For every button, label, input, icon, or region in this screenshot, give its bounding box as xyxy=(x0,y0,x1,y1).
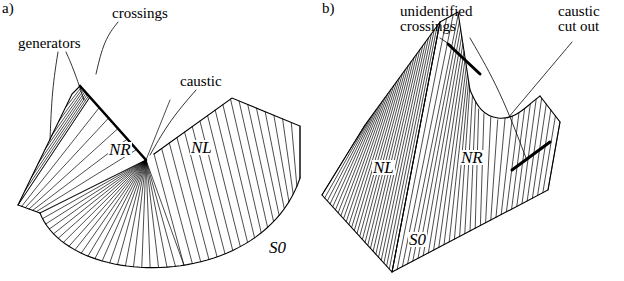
sheet-outline xyxy=(154,98,300,178)
generator-line xyxy=(95,160,146,259)
generator-line xyxy=(335,105,379,210)
generator-line xyxy=(330,113,374,204)
generator-line xyxy=(110,160,146,263)
generator-line xyxy=(392,22,440,272)
generator-line xyxy=(239,101,268,228)
generator-line xyxy=(333,109,377,207)
crossing-line xyxy=(80,86,146,160)
surface-symbol: NR xyxy=(108,142,132,157)
generator-line xyxy=(75,160,146,250)
leader-line xyxy=(96,22,118,74)
generator-line xyxy=(283,119,294,194)
generator-line xyxy=(506,114,518,212)
generator-line xyxy=(428,44,462,253)
sheet-outline xyxy=(18,86,80,213)
generator-line xyxy=(491,120,498,220)
generator-line xyxy=(392,22,440,272)
generator-line xyxy=(327,117,370,201)
leader-line xyxy=(470,38,526,158)
generator-line xyxy=(59,89,83,122)
generator-line xyxy=(125,160,146,266)
generator-line xyxy=(480,114,484,226)
generator-line xyxy=(501,117,512,215)
leader-line xyxy=(440,38,452,46)
surface-symbol: S0 xyxy=(268,240,287,255)
generator-line xyxy=(215,110,247,242)
generator-line xyxy=(25,96,89,191)
generator-line xyxy=(81,160,146,253)
generator-line xyxy=(52,90,84,135)
surface-symbol: NL xyxy=(190,140,213,155)
surface-symbol: S0 xyxy=(408,232,427,247)
generator-line xyxy=(248,104,274,221)
generator-line xyxy=(146,100,170,160)
generator-line xyxy=(384,34,431,263)
generator-line xyxy=(496,118,505,217)
generator-line xyxy=(32,94,88,177)
crossing-line xyxy=(512,142,550,170)
generator-line xyxy=(154,154,184,265)
generator-line xyxy=(18,97,90,205)
generator-line xyxy=(177,138,209,260)
leader-line xyxy=(508,42,572,118)
annotation-label: unidentified crossings xyxy=(400,4,492,34)
generator-line xyxy=(389,26,437,269)
s0-curve xyxy=(40,178,300,268)
generator-line xyxy=(223,105,255,238)
sheet-outline xyxy=(392,96,560,272)
annotation-label: caustic cut out xyxy=(558,4,620,34)
generator-line xyxy=(231,99,262,233)
generator-line xyxy=(65,87,81,107)
generator-line xyxy=(117,160,146,265)
generator-line xyxy=(208,116,241,247)
generator-line xyxy=(274,115,289,201)
generator-line xyxy=(418,29,461,258)
generator-line xyxy=(185,132,217,257)
generator-line xyxy=(486,117,491,223)
generator-line xyxy=(162,149,193,264)
generator-line xyxy=(475,109,478,228)
annotation-label: crossings xyxy=(112,6,168,21)
leader-line xyxy=(50,52,58,140)
generator-line xyxy=(291,122,297,186)
generator-line xyxy=(22,108,100,207)
generator-line xyxy=(146,160,167,267)
generator-line xyxy=(413,21,460,261)
generator-line xyxy=(54,160,146,234)
generator-line xyxy=(470,102,476,231)
generator-line xyxy=(142,160,146,267)
generator-line xyxy=(63,160,146,242)
generator-line xyxy=(146,160,175,266)
generator-line xyxy=(102,160,146,261)
generator-line xyxy=(18,97,90,205)
generator-line xyxy=(169,143,200,262)
caustic-cut-out xyxy=(470,90,540,118)
generator-line xyxy=(387,30,435,266)
leader-line xyxy=(66,52,84,100)
generator-line xyxy=(49,160,146,229)
generator-line xyxy=(38,93,86,163)
sheet-outline xyxy=(322,22,440,272)
crossing-line xyxy=(448,44,480,74)
annotation-label: a) xyxy=(2,1,14,16)
annotation-label: caustic xyxy=(180,74,222,89)
surface-symbol: NR xyxy=(460,150,484,165)
annotation-label: b) xyxy=(322,1,335,16)
annotation-label: generators xyxy=(18,36,80,51)
generator-line xyxy=(134,160,146,267)
surface-symbol: NL xyxy=(372,160,395,175)
